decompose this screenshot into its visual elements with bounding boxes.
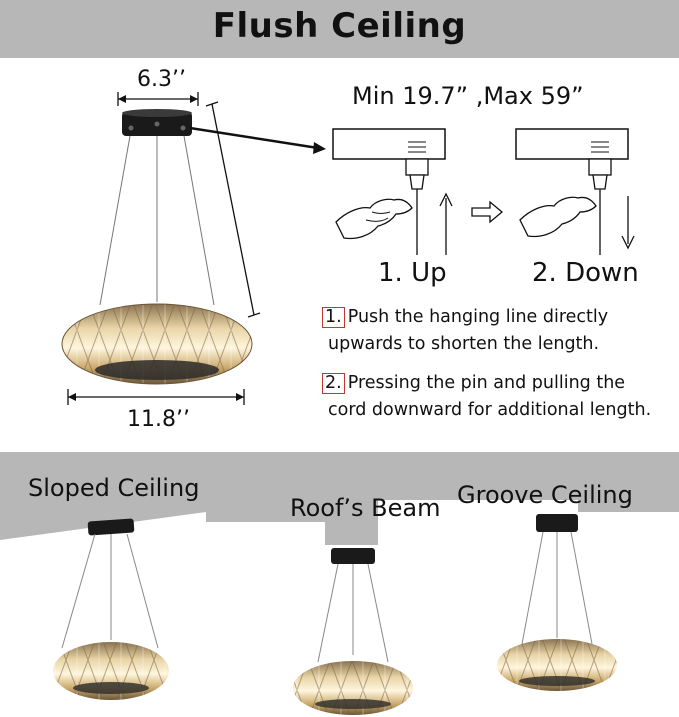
page-title: Flush Ceiling [212, 6, 467, 46]
height-dimension-line [205, 101, 261, 318]
fixture-width-label: 11.8’’ [127, 407, 190, 432]
groove-ceiling-label: Groove Ceiling [457, 481, 633, 509]
ceiling-profiles [0, 452, 679, 545]
instruction-2: 2.Pressing the pin and pulling the cord … [322, 370, 651, 424]
sloped-ceiling-label: Sloped Ceiling [28, 474, 200, 502]
instruction-number-1: 1. [322, 307, 345, 328]
hand-icon [335, 198, 413, 240]
instruction-2-line2: cord downward for additional length. [328, 400, 652, 420]
step-up-label: 1. Up [378, 258, 447, 288]
instruction-number-2: 2. [322, 373, 345, 394]
sloped-ceiling-chandelier [53, 518, 169, 700]
length-range-label: Min 19.7” ,Max 59” [352, 82, 584, 110]
fixture-dimension-line [67, 389, 245, 405]
canopy-width-label: 6.3’’ [137, 67, 186, 92]
instruction-1-line2: upwards to shorten the length. [328, 334, 600, 354]
canopy-dimension-line [117, 92, 199, 106]
step-down-illustration [515, 128, 635, 255]
hand-icon [519, 196, 597, 238]
arrow-right-icon [471, 200, 504, 224]
canopy [122, 109, 192, 136]
step-down-label: 2. Down [532, 258, 639, 288]
pointer-arrow [189, 126, 326, 154]
beam-chandelier [293, 548, 413, 715]
arrow-down-icon [621, 196, 635, 250]
instruction-2-line1: Pressing the pin and pulling the [347, 373, 626, 393]
arrow-up-icon [439, 192, 453, 255]
instruction-1: 1.Push the hanging line directly upwards… [322, 304, 608, 358]
roof-beam-label: Roof’s Beam [290, 494, 441, 522]
groove-ceiling-chandelier [497, 514, 617, 691]
step-up-illustration [332, 128, 453, 255]
crystal-ring [61, 303, 253, 385]
main-chandelier [61, 92, 326, 405]
header-banner [0, 0, 679, 58]
instruction-1-line1: Push the hanging line directly [347, 307, 609, 327]
